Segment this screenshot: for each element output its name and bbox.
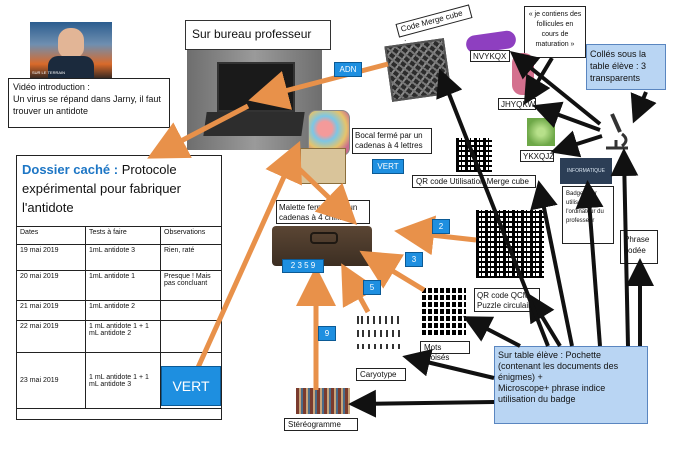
- teacher-desk-label: Sur bureau professeur: [185, 20, 331, 50]
- transparent-3-image: [527, 118, 555, 146]
- badge-label: Badge pour utiliser l'ordinateur du prof…: [562, 186, 614, 244]
- merge-cube-image: [384, 38, 452, 102]
- laptop-keyboard: [203, 112, 305, 136]
- tag-adn: ADN: [334, 62, 362, 77]
- code-ykxqjz: YKXQJZ: [520, 150, 554, 162]
- cell-date: 23 mai 2019: [16, 352, 86, 409]
- col-observations: Observations: [160, 226, 222, 245]
- presenter-face: [58, 28, 84, 58]
- cell-date: 21 mai 2019: [16, 300, 86, 321]
- arrow-pouch-to-karyotype: [402, 349, 495, 380]
- karyotype-image: [354, 312, 406, 360]
- laptop-screen: [217, 62, 295, 112]
- cell-date: 22 mai 2019: [16, 320, 86, 353]
- arrow-stuck-to-microscope: [630, 91, 657, 124]
- qcm-qr-code[interactable]: [476, 210, 544, 278]
- crossword-image: [422, 287, 466, 335]
- thumbnail-caption: SUR LE TERRAIN: [32, 70, 66, 75]
- table-row: 22 mai 2019 1 mL antidote 1 + 1 mL antid…: [16, 320, 222, 353]
- jar-label: Bocal fermé par un cadenas à 4 lettres: [352, 128, 432, 154]
- tag-3: 3: [405, 252, 423, 267]
- table-row: 21 mai 2019 1mL antidote 2: [16, 300, 222, 321]
- code-nvykqx: NVYKQX: [470, 50, 510, 62]
- merge-cube-label: Code Merge cube .: [395, 4, 473, 43]
- presenter-suit: [48, 56, 94, 78]
- jar-tag-vert: VERT: [372, 159, 404, 174]
- cell-observation: Rien, raté: [160, 244, 222, 271]
- microscope-icon: [598, 110, 634, 152]
- col-tests: Tests à faire: [85, 226, 161, 245]
- cell-test: 1mL antidote 2: [85, 300, 161, 321]
- tag-5: 5: [363, 280, 381, 295]
- tag-9: 9: [318, 326, 336, 341]
- padlock-note-image: [300, 148, 346, 184]
- follicles-note: « je contiens des follicules en cours de…: [524, 6, 586, 58]
- badge-screen-image: INFORMATIQUE: [560, 158, 612, 184]
- crossword-label: Mots croisés: [420, 341, 470, 362]
- karyotype-drawing: [357, 316, 400, 349]
- case-code-tag: 2 3 5 9: [282, 259, 324, 273]
- cell-observation: Presque ! Mais pas concluant: [160, 270, 222, 301]
- code-jhyqkw: JHYQKW: [498, 98, 536, 110]
- cell-date: 19 mai 2019: [16, 244, 86, 271]
- video-intro-label: Vidéo introduction : Un virus se répand …: [8, 78, 170, 128]
- cell-observation: [160, 320, 222, 353]
- microscope-drawing: [606, 113, 628, 150]
- cell-test: 1 mL antidote 1 + 1 mL antidote 2: [85, 320, 161, 353]
- phrase-codee-label: Phrase codée: [620, 230, 658, 264]
- transparent-2-image: [512, 53, 534, 95]
- merge-qr-label: QR code Utilisation Merge cube: [412, 175, 536, 188]
- student-table-pouch-label: Sur table élève : Pochette (contenant le…: [494, 346, 648, 424]
- karyotype-label: Caryotype: [356, 368, 406, 381]
- tag-2: 2: [432, 219, 450, 234]
- secret-file-title-blue: Dossier caché :: [22, 162, 119, 177]
- arrow-microscope-to-ykxqjz: [550, 130, 603, 158]
- stereogram-label: Stéréogramme: [284, 418, 358, 431]
- col-dates: Dates: [16, 226, 86, 245]
- cell-test: 1mL antidote 1: [85, 270, 161, 301]
- cell-observation: [160, 300, 222, 321]
- table-row: 20 mai 2019 1mL antidote 1 Presque ! Mai…: [16, 270, 222, 301]
- suitcase-handle: [310, 232, 338, 244]
- arrow-pouch-to-stereogram: [348, 389, 495, 418]
- vert-big-tag: VERT: [161, 366, 221, 406]
- arrow-pouch-to-crossword: [462, 316, 521, 348]
- cell-date: 20 mai 2019: [16, 270, 86, 301]
- qcm-label: QR code QCM Puzzle circulaire: [474, 288, 540, 312]
- cell-test: 1 mL antidote 1 + 1 mL antidote 3: [85, 352, 161, 409]
- laptop-image: [187, 50, 322, 150]
- table-row: 19 mai 2019 1mL antidote 3 Rien, raté: [16, 244, 222, 271]
- stereogram-image: [296, 388, 350, 414]
- case-label: Malette fermée par un cadenas à 4 chiffr…: [276, 200, 370, 224]
- cell-test: 1mL antidote 3: [85, 244, 161, 271]
- secret-file-title-rest: Protocole expérimental pour fabriquer l'…: [22, 162, 181, 215]
- video-thumbnail: SUR LE TERRAIN: [30, 22, 112, 78]
- secret-file-title: Dossier caché : Protocole expérimental p…: [22, 160, 218, 217]
- merge-cube-qr-code[interactable]: [456, 138, 492, 172]
- badge-screen-text: INFORMATIQUE: [567, 168, 605, 174]
- stuck-under-table-label: Collés sous la table élève : 3 transpare…: [586, 44, 666, 90]
